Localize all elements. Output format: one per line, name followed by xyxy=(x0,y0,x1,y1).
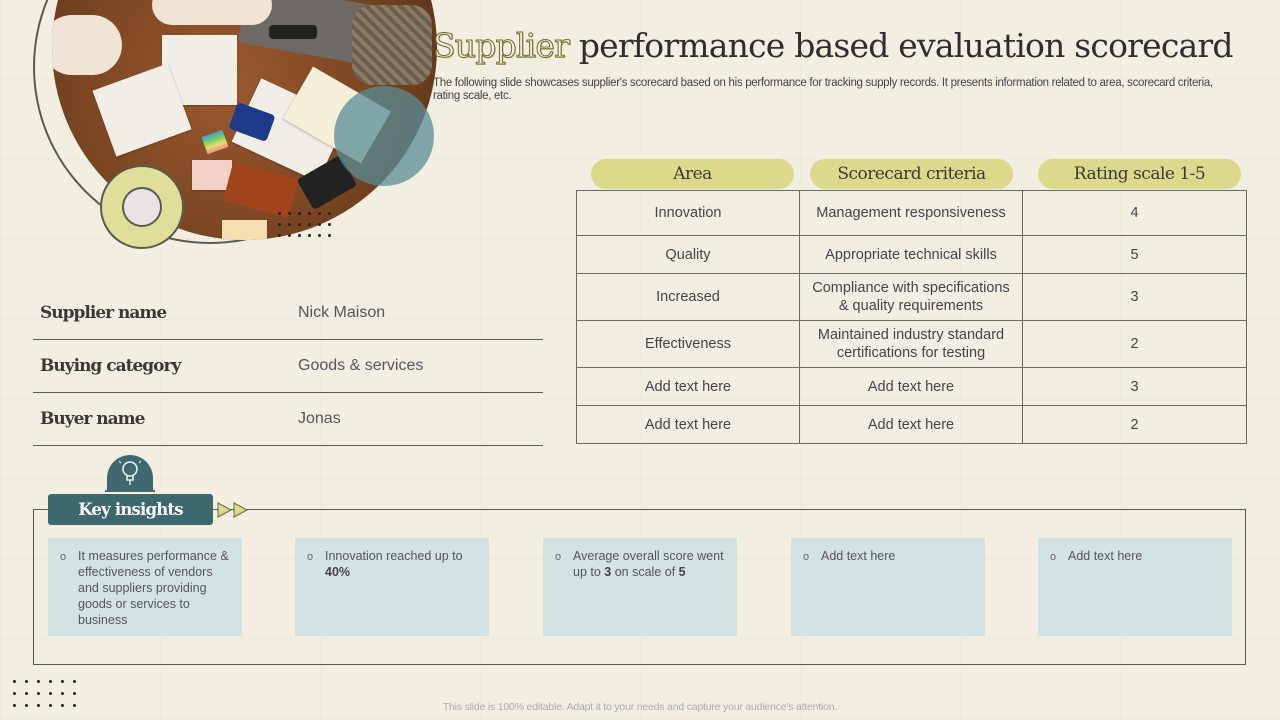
cell-area: Effectiveness xyxy=(576,320,800,368)
insight-box: o Add text here xyxy=(791,538,985,636)
header-scorecard-criteria: Scorecard criteria xyxy=(810,159,1013,189)
bullet-icon: o xyxy=(803,551,810,563)
decorative-dots xyxy=(278,212,331,237)
decorative-teal-circle xyxy=(334,86,434,186)
insight-highlight: 40% xyxy=(325,565,351,579)
decorative-yellow-ring xyxy=(100,165,184,249)
insight-highlight: 3 xyxy=(604,565,612,579)
icon-underline xyxy=(105,490,155,492)
key-insights-frame xyxy=(33,509,1246,665)
insight-text: Innovation reached up to xyxy=(325,549,463,563)
table-row: Innovation Management responsiveness 4 xyxy=(576,190,1247,236)
table-row: Effectiveness Maintained industry standa… xyxy=(576,320,1247,368)
cell-criteria: Appropriate technical skills xyxy=(799,235,1023,274)
cell-rating: 5 xyxy=(1022,235,1247,274)
info-value: Jonas xyxy=(298,410,341,427)
cell-area: Add text here xyxy=(576,367,800,406)
header-area: Area xyxy=(591,159,794,189)
cell-rating: 2 xyxy=(1022,320,1247,368)
cell-rating: 2 xyxy=(1022,405,1247,444)
info-label: Buyer name xyxy=(40,409,145,429)
insight-box: o Add text here xyxy=(1038,538,1232,636)
table-row: Add text here Add text here 2 xyxy=(576,405,1247,444)
footer-note: This slide is 100% editable. Adapt it to… xyxy=(442,701,838,713)
info-value: Nick Maison xyxy=(298,304,386,321)
cell-area: Innovation xyxy=(576,190,800,236)
cell-criteria: Compliance with specifications & quality… xyxy=(799,273,1023,321)
insight-text: on scale of xyxy=(611,565,679,579)
bullet-icon: o xyxy=(307,551,314,563)
double-arrow-icon xyxy=(217,502,249,518)
insight-box: o It measures performance & effectivenes… xyxy=(48,538,242,636)
header-rating-scale: Rating scale 1-5 xyxy=(1038,159,1241,189)
insight-box: o Innovation reached up to 40% xyxy=(295,538,489,636)
cell-area: Increased xyxy=(576,273,800,321)
table-row: Increased Compliance with specifications… xyxy=(576,273,1247,321)
insight-text: Add text here xyxy=(821,549,896,563)
cell-criteria: Add text here xyxy=(799,367,1023,406)
info-label: Supplier name xyxy=(40,303,167,323)
key-insights-label: Key insights xyxy=(48,494,213,525)
info-row-buying-category: Buying category Goods & services xyxy=(33,340,543,393)
bullet-icon: o xyxy=(60,551,67,563)
insight-box: o Average overall score went up to 3 on … xyxy=(543,538,737,636)
cell-rating: 3 xyxy=(1022,367,1247,406)
info-row-supplier-name: Supplier name Nick Maison xyxy=(33,287,543,340)
table-row: Quality Appropriate technical skills 5 xyxy=(576,235,1247,274)
title-accent: Supplier xyxy=(432,26,570,66)
page-subtitle: The following slide showcases supplier's… xyxy=(433,77,1213,102)
bullet-icon: o xyxy=(1050,551,1057,563)
table-row: Add text here Add text here 3 xyxy=(576,367,1247,406)
cell-criteria: Add text here xyxy=(799,405,1023,444)
cell-area: Quality xyxy=(576,235,800,274)
info-label: Buying category xyxy=(40,356,181,376)
cell-criteria: Maintained industry standard certificati… xyxy=(799,320,1023,368)
cell-criteria: Management responsiveness xyxy=(799,190,1023,236)
title-rest: performance based evaluation scorecard xyxy=(569,26,1234,65)
cell-area: Add text here xyxy=(576,405,800,444)
insight-text: It measures performance & effectiveness … xyxy=(78,549,229,627)
cell-rating: 3 xyxy=(1022,273,1247,321)
cell-rating: 4 xyxy=(1022,190,1247,236)
insight-highlight: 5 xyxy=(678,565,686,579)
info-row-buyer-name: Buyer name Jonas xyxy=(33,393,543,446)
insight-text: Add text here xyxy=(1068,549,1143,563)
lightbulb-brain-icon xyxy=(107,455,153,491)
bullet-icon: o xyxy=(555,551,562,563)
supplier-info: Supplier name Nick Maison Buying categor… xyxy=(33,287,543,446)
page-title: Supplier performance based evaluation sc… xyxy=(432,26,1234,66)
info-value: Goods & services xyxy=(298,357,424,374)
insight-text: Average overall score went up to xyxy=(573,549,724,579)
scorecard-table: Innovation Management responsiveness 4 Q… xyxy=(576,190,1247,444)
decorative-dots xyxy=(13,680,76,707)
